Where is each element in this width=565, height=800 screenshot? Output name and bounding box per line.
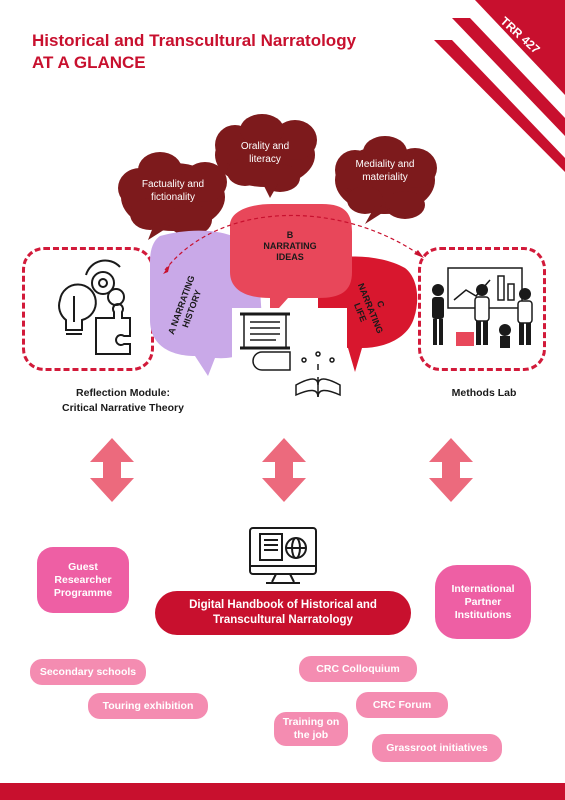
- reflection-line-1: Reflection Module:: [76, 387, 170, 399]
- ribbon-stripes: [434, 0, 565, 172]
- methods-lab-label: Methods Lab: [451, 387, 517, 399]
- title-line-1: Historical and Transcultural Narratology: [32, 31, 357, 50]
- pill-secondary-schools[interactable]: Secondary schools: [30, 659, 146, 685]
- pill-touring-exhibition[interactable]: Touring exhibition: [88, 693, 208, 719]
- guest-researcher-programme[interactable]: Guest Researcher Programme: [37, 547, 129, 613]
- digital-handbook-button[interactable]: Digital Handbook of Historical and Trans…: [155, 591, 411, 635]
- footer-bar: [0, 783, 565, 800]
- pill-training-on-the-job[interactable]: Training on the job: [274, 712, 348, 746]
- international-partner-institutions[interactable]: International Partner Institutions: [435, 565, 531, 639]
- handbook-line-1: Digital Handbook of Historical and: [189, 599, 377, 611]
- pill-grassroot-initiatives[interactable]: Grassroot initiatives: [372, 734, 502, 762]
- label-narrating-b: B NARRATING IDEAS: [263, 230, 317, 262]
- reflection-line-2: Critical Narrative Theory: [62, 402, 184, 414]
- bubble-b: [229, 204, 352, 318]
- label-orality: Orality and literacy: [240, 141, 290, 165]
- pill-crc-colloquium[interactable]: CRC Colloquium: [299, 656, 417, 682]
- arrow-center: [262, 438, 306, 502]
- label-factuality: Factuality and fictionality: [141, 179, 205, 203]
- arrow-right: [429, 438, 473, 502]
- handbook-line-2: Transcultural Narratology: [213, 614, 353, 626]
- arrow-left: [90, 438, 134, 502]
- reflection-module-box: [22, 247, 154, 371]
- reflection-module-label: Reflection Module: Critical Narrative Th…: [28, 386, 218, 416]
- pill-crc-forum[interactable]: CRC Forum: [356, 692, 448, 718]
- title-line-2: AT A GLANCE: [32, 53, 146, 72]
- label-mediality: Mediality and materiality: [355, 159, 415, 183]
- page-title: Historical and Transcultural Narratology…: [32, 30, 356, 74]
